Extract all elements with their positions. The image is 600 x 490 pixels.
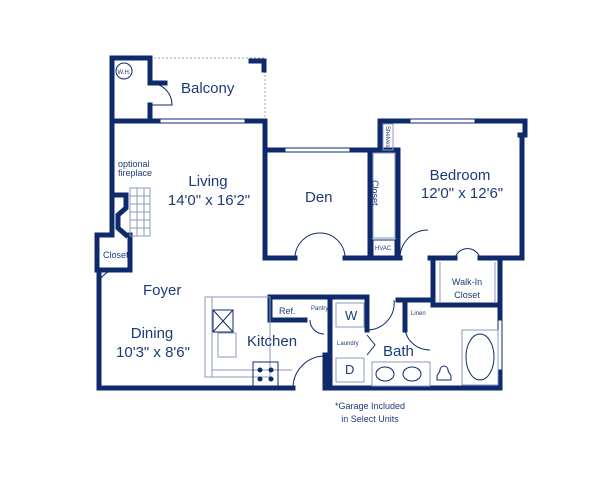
den-closet-label: Closet [370,180,380,206]
garage-note-1: *Garage Included [335,401,405,411]
kitchen-label: Kitchen [247,333,297,350]
dryer-label: D [345,362,354,377]
linen-label: Linen [411,311,426,317]
walkin-label-2: Closet [454,290,480,300]
fireplace-label-2: fireplace [118,168,152,178]
garage-note-2: in Select Units [341,414,399,424]
washer-label: W [345,308,358,323]
dining-label: Dining [131,325,174,342]
bedroom-size: 12'0" x 12'6" [421,185,503,202]
living-label: Living [188,173,227,190]
walkin-label-1: Walk-In [452,277,482,287]
laundry-label: Laundry [337,341,359,347]
balcony-label: Balcony [181,80,235,97]
shelves-label: Shelves [384,126,390,147]
fixtures [115,62,499,387]
foyer-label: Foyer [143,282,181,299]
dining-size: 10'3" x 8'6" [116,344,190,361]
doors [96,82,481,389]
ref-label: Ref. [279,306,296,316]
living-size: 14'0" x 16'2" [168,192,250,209]
balcony-outline [150,57,266,121]
foyer-closet-label: Closet [103,250,129,260]
bath-label: Bath [383,343,414,360]
fireplace-label-1: optional [118,159,150,169]
den-label: Den [305,189,333,206]
bedroom-label: Bedroom [430,167,491,184]
windows [159,118,503,371]
hvac-label: HVAC [375,246,392,252]
water-heater-label: W.H. [118,70,131,76]
pantry-label: Pantry [311,306,328,312]
labels: W.H. Balcony Living 14'0" x 16'2" option… [103,70,503,424]
